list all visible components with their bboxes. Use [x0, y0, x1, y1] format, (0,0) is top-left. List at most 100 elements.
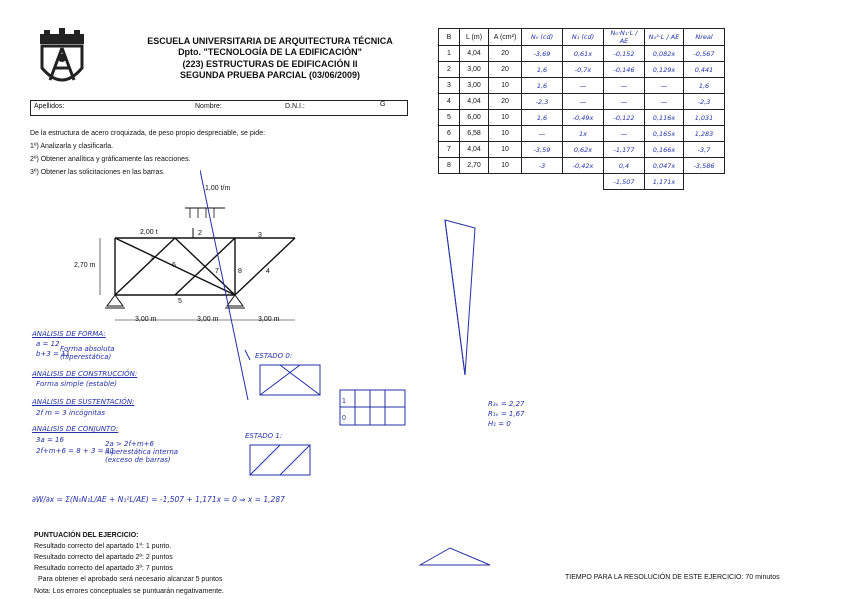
table-cell: -3,69 — [521, 45, 563, 62]
col-header: A (cm²) — [488, 28, 522, 46]
span-3: 3,00 m — [258, 316, 280, 323]
height-dim: 2,70 m — [74, 262, 96, 269]
table-cell: 0,61x — [562, 45, 604, 62]
bar-label-6: 6 — [172, 262, 176, 269]
table-cell: 0,165x — [644, 125, 684, 142]
scoring-line-4: Para obtener el aprobado será necesario … — [38, 576, 223, 583]
table-cell: 10 — [488, 77, 522, 94]
scoring-title: PUNTUACIÓN DEL EJERCICIO: — [34, 532, 139, 539]
table-cell: 5 — [438, 109, 460, 126]
bar-label-5: 5 — [178, 298, 182, 305]
bar-label-4: 4 — [266, 268, 270, 275]
table-cell: -0,567 — [683, 45, 725, 62]
analysis-line-1: a = 12 — [36, 340, 60, 348]
table-cell: — — [644, 77, 684, 94]
table-cell: 1,031 — [683, 109, 725, 126]
bar-label-1: 1 — [150, 255, 154, 262]
table-cell: — — [562, 93, 604, 110]
table-cell: 10 — [488, 109, 522, 126]
table-cell: 3,00 — [459, 77, 489, 94]
scoring-line-1: Resultado correcto del apartado 1º: 1 pu… — [34, 543, 172, 550]
reaction-line-3: H₁ = 0 — [488, 420, 511, 428]
table-cell: 6,00 — [459, 109, 489, 126]
svg-text:1: 1 — [342, 398, 346, 405]
field-nombre: Nombre: — [195, 103, 222, 110]
table-cell: 2 — [438, 61, 460, 78]
scoring-line-2: Resultado correcto del apartado 2º: 2 pu… — [34, 554, 173, 561]
table-cell: -0,42x — [562, 157, 604, 174]
table-cell: 10 — [488, 125, 522, 142]
school-logo — [32, 28, 92, 92]
table-cell: 3 — [438, 77, 460, 94]
estado-0-label: ESTADO 0: — [255, 352, 293, 360]
table-cell: 4,04 — [459, 141, 489, 158]
table-cell: -3 — [521, 157, 563, 174]
table-cell: 1,283 — [683, 125, 725, 142]
table-cell: 6,58 — [459, 125, 489, 142]
estado-1-label: ESTADO 1: — [245, 432, 283, 440]
statement-intro: De la estructura de acero croquizada, de… — [30, 130, 266, 137]
course-title: (223) ESTRUCTURAS DE EDIFICACIÓN II — [182, 59, 358, 69]
results-table: B L (m) A (cm²) N₀ (cd) N₁ (cd) N₀·N₁·L … — [438, 28, 725, 190]
col-header: N₀·N₁·L / AE — [603, 28, 645, 46]
student-fields — [30, 100, 408, 116]
table-cell: — — [562, 77, 604, 94]
construction-line-1: Forma simple (estable) — [36, 380, 117, 388]
table-cell: 1,6 — [521, 109, 563, 126]
table-cell: 10 — [488, 157, 522, 174]
span-1: 3,00 m — [135, 316, 157, 323]
svg-text:0: 0 — [342, 415, 346, 422]
school-name: ESCUELA UNIVERSITARIA DE ARQUITECTURA TÉ… — [147, 36, 393, 46]
table-cell: 0,047x — [644, 157, 684, 174]
support-line-1: 2f m = 3 incógnitas — [36, 409, 105, 417]
table-cell: -0,49x — [562, 109, 604, 126]
table-cell: -0,7x — [562, 61, 604, 78]
ensemble-line-1: 3a = 16 — [36, 436, 64, 444]
bar-label-7: 7 — [215, 268, 219, 275]
field-apellidos: Apellidos: — [34, 103, 65, 110]
table-cell: 20 — [488, 45, 522, 62]
reaction-line-2: R₁ᵥ = 1,67 — [488, 410, 525, 418]
table-cell: 10 — [488, 141, 522, 158]
table-cell: — — [603, 77, 645, 94]
ensemble-title: ANÁLISIS DE CONJUNTO: — [32, 425, 119, 433]
table-cell: -0,146 — [603, 61, 645, 78]
question-2: 2º) Obtener analítica y gráficamente las… — [30, 156, 191, 163]
table-header-row: B L (m) A (cm²) N₀ (cd) N₁ (cd) N₀·N₁·L … — [438, 28, 725, 46]
table-cell: -3,586 — [683, 157, 725, 174]
table-cell: 1x — [562, 125, 604, 142]
table-cell: 0,441 — [683, 61, 725, 78]
col-header: N₁ (cd) — [562, 28, 604, 46]
totals-row: -1,507 1,171x — [439, 173, 725, 190]
question-1: 1º) Analizarla y clasificarla. — [30, 143, 114, 150]
derivative-equation: ∂W/∂x = Σ(N₀N₁L/AE + N₁²L/AE) = -1,507 +… — [32, 495, 285, 504]
col-header: N₀ (cd) — [521, 28, 563, 46]
analysis-line-2: b+3 = 11 — [36, 350, 70, 358]
table-cell: 2,70 — [459, 157, 489, 174]
table-cell: 0,116x — [644, 109, 684, 126]
table-cell: -3,59 — [521, 141, 563, 158]
table-cell: — — [603, 93, 645, 110]
table-cell: 0,082x — [644, 45, 684, 62]
exam-title: SEGUNDA PRUEBA PARCIAL (03/06/2009) — [179, 70, 361, 80]
scoring-note: Nota: Los errores conceptuales se puntua… — [34, 588, 224, 595]
col-header: Nreal — [683, 28, 725, 46]
table-cell: 7 — [438, 141, 460, 158]
col-header: N₁²·L / AE — [644, 28, 684, 46]
analysis-title: ANÁLISIS DE FORMA: — [32, 330, 106, 338]
table-cell: -1,177 — [603, 141, 645, 158]
load-point: 2,00 t — [140, 229, 158, 236]
table-cell: 4,04 — [459, 93, 489, 110]
table-cell: — — [521, 125, 563, 142]
table-cell: 4,04 — [459, 45, 489, 62]
table-cell: 0,4 — [603, 157, 645, 174]
analysis-line-3: Forma absoluta (hiperestática) — [60, 345, 115, 361]
span-2: 3,00 m — [197, 316, 219, 323]
total-n0n1: -1,507 — [603, 173, 645, 190]
reaction-line-1: R₃ᵥ = 2,27 — [488, 400, 525, 408]
table-cell: 1 — [438, 45, 460, 62]
